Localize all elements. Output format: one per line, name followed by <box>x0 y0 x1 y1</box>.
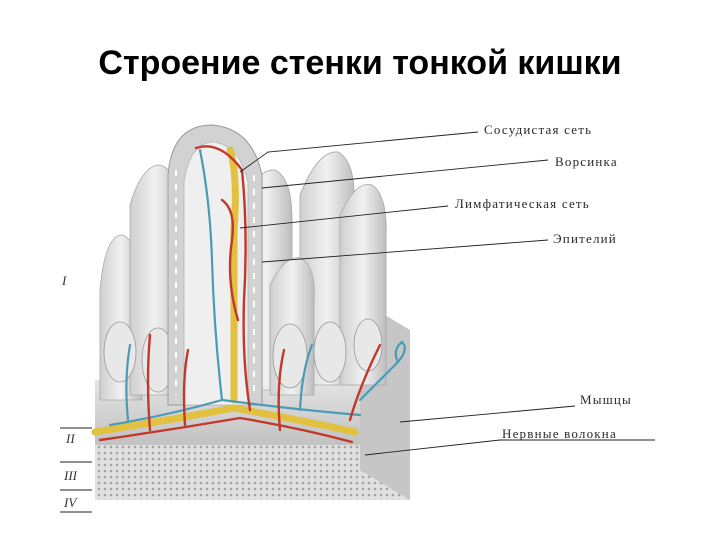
leader-lines <box>60 131 655 513</box>
layer-label-1: I <box>61 273 67 288</box>
layer-label-4: IV <box>63 495 78 510</box>
lymph-vessel <box>125 343 132 422</box>
crypt <box>353 318 383 372</box>
blood-vessel <box>146 333 152 432</box>
lymph-vessel <box>220 398 362 417</box>
label-epithelium: Эпителий <box>553 231 617 246</box>
leader-vascular <box>239 131 479 173</box>
blood-vessel <box>277 348 286 432</box>
blood-vessel <box>348 343 382 422</box>
central-villus <box>167 124 263 406</box>
label-muscles: Мышцы <box>580 392 632 407</box>
lymph-vessel <box>298 343 314 412</box>
leader-nerves-base <box>364 439 501 456</box>
blood-vessel <box>98 416 354 444</box>
label-nerve-fibers: Нервные волокна <box>502 426 617 441</box>
crypt <box>103 321 137 383</box>
blood-vessel <box>182 348 190 427</box>
leader-muscles <box>399 405 576 423</box>
layer-label-3: III <box>63 468 78 483</box>
label-villus: Ворсинка <box>555 154 618 169</box>
leader-lymphatic <box>239 205 449 229</box>
lymph-vessel <box>198 148 224 402</box>
lacteal-base <box>91 404 359 436</box>
vascular-network <box>98 145 382 444</box>
leader-epithelium <box>261 239 549 263</box>
label-vascular-network: Сосудистая сеть <box>484 122 592 137</box>
crypt <box>272 323 308 389</box>
label-lymphatic-network: Лимфатическая сеть <box>455 196 590 211</box>
lymphatic-network <box>108 148 406 427</box>
crypt <box>313 321 347 383</box>
leader-villus <box>261 159 549 189</box>
layer-label-2: II <box>65 431 75 446</box>
blood-vessel <box>220 198 240 322</box>
lymph-vessel <box>358 340 406 402</box>
blood-vessel <box>194 145 252 412</box>
slide-title: Строение стенки тонкой кишки <box>98 44 622 82</box>
epithelium-dashes <box>175 170 255 395</box>
lymph-vessel <box>108 398 224 427</box>
